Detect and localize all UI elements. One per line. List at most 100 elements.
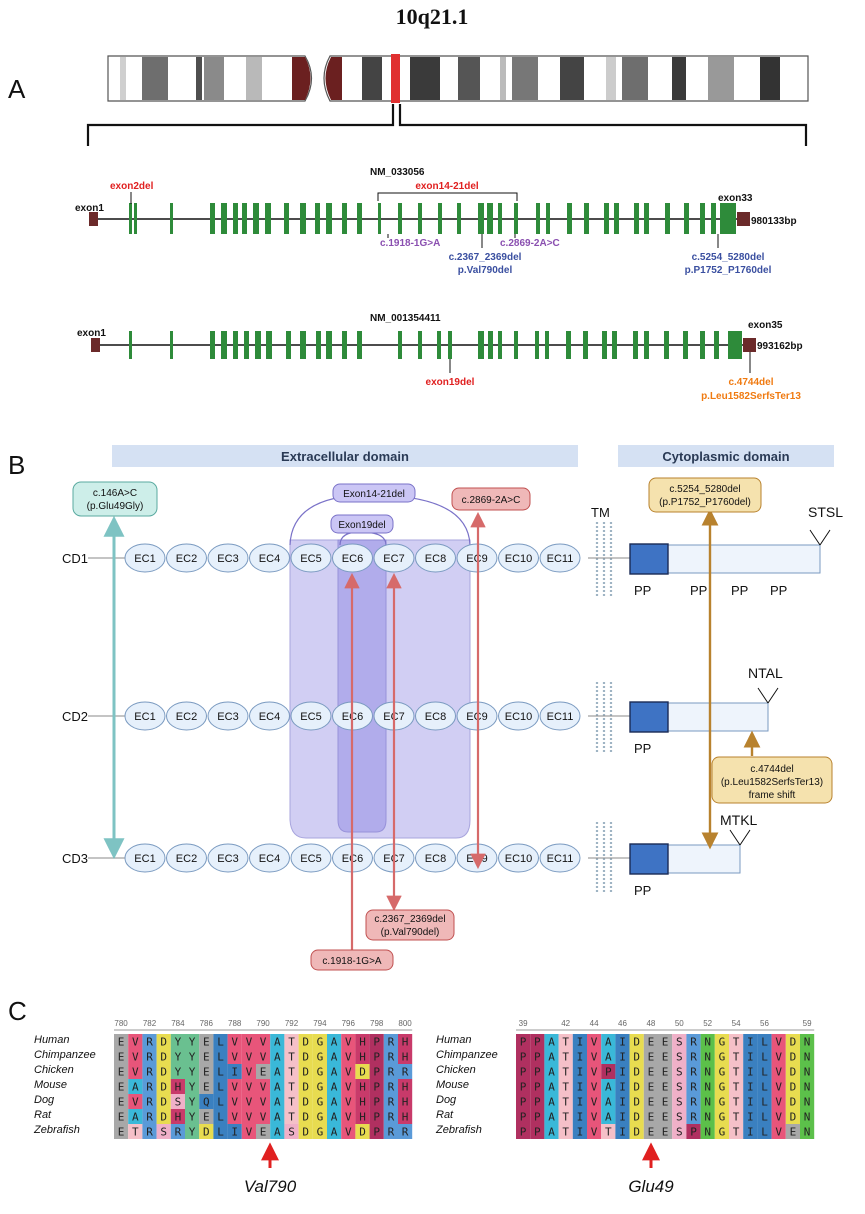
residue-cell: [771, 1049, 786, 1064]
residue-letter: G: [317, 1036, 324, 1049]
residue-letter: R: [146, 1036, 153, 1049]
residue-letter: V: [246, 1036, 253, 1049]
residue-cell: [771, 1124, 786, 1139]
residue-cell: [587, 1079, 602, 1094]
residue-letter: P: [520, 1036, 527, 1049]
svg-text:c.4744del: c.4744del: [750, 764, 793, 775]
residue-cell: [572, 1049, 587, 1064]
residue-cell: [341, 1034, 356, 1049]
residue-cell: [341, 1124, 356, 1139]
ec-domain-ec6-cd1: EC6: [332, 543, 373, 573]
residue-cell: [256, 1124, 271, 1139]
residue-cell: [256, 1049, 271, 1064]
residue-cell: [312, 1064, 327, 1079]
residue-letter: R: [388, 1081, 395, 1094]
residue-cell: [587, 1094, 602, 1109]
residue-letter: D: [302, 1066, 309, 1079]
residue-letter: H: [402, 1111, 409, 1124]
residue-cell: [185, 1124, 200, 1139]
residue-letter: P: [520, 1051, 527, 1064]
ec-label: EC5: [300, 711, 321, 723]
residue-cell: [327, 1064, 342, 1079]
residue-cell: [658, 1124, 673, 1139]
residue-letter: E: [648, 1036, 655, 1049]
residue-cell: [572, 1064, 587, 1079]
residue-cell: [398, 1124, 413, 1139]
residue-letter: S: [288, 1126, 295, 1139]
residue-cell: [156, 1034, 171, 1049]
residue-letter: L: [761, 1126, 768, 1139]
residue-cell: [312, 1124, 327, 1139]
val790-label: Val790: [244, 1177, 297, 1196]
ec-domain-ec5-cd2: EC5: [290, 701, 332, 731]
residue-cell: [142, 1109, 157, 1124]
ec-label: EC11: [547, 711, 574, 723]
svg-text:STSL: STSL: [808, 504, 843, 520]
residue-cell: [199, 1034, 214, 1049]
residue-letter: G: [317, 1096, 324, 1109]
residue-cell: [156, 1094, 171, 1109]
residue-letter: D: [790, 1111, 797, 1124]
residue-letter: E: [648, 1066, 655, 1079]
residue-cell: [686, 1094, 701, 1109]
residue-letter: P: [690, 1126, 697, 1139]
residue-cell: [199, 1124, 214, 1139]
residue-letter: V: [591, 1096, 598, 1109]
ec-label: EC1: [134, 553, 155, 565]
residue-cell: [587, 1064, 602, 1079]
residue-letter: V: [231, 1081, 238, 1094]
residue-cell: [298, 1034, 313, 1049]
residue-letter: N: [704, 1126, 711, 1139]
residue-cell: [601, 1034, 616, 1049]
residue-letter: A: [274, 1111, 281, 1124]
residue-letter: E: [260, 1066, 267, 1079]
tick-label: 798: [370, 1019, 384, 1028]
residue-letter: V: [591, 1081, 598, 1094]
residue-letter: D: [790, 1081, 797, 1094]
residue-letter: E: [648, 1126, 655, 1139]
residue-letter: P: [520, 1081, 527, 1094]
residue-cell: [170, 1079, 185, 1094]
callout-exon19del: Exon19del: [330, 514, 394, 534]
residue-cell: [312, 1079, 327, 1094]
residue-letter: A: [548, 1036, 555, 1049]
residue-letter: G: [719, 1126, 726, 1139]
svg-text:exon14-21del: exon14-21del: [415, 181, 479, 192]
residue-letter: E: [203, 1081, 210, 1094]
residue-letter: I: [619, 1066, 626, 1079]
residue-letter: D: [790, 1051, 797, 1064]
residue-letter: A: [548, 1126, 555, 1139]
residue-letter: N: [804, 1036, 811, 1049]
residue-letter: L: [217, 1036, 224, 1049]
residue-cell: [601, 1109, 616, 1124]
residue-letter: S: [160, 1126, 167, 1139]
residue-cell: [170, 1124, 185, 1139]
residue-letter: R: [402, 1126, 409, 1139]
residue-cell: [383, 1049, 398, 1064]
residue-letter: H: [175, 1111, 182, 1124]
residue-cell: [114, 1094, 129, 1109]
residue-cell: [199, 1109, 214, 1124]
residue-cell: [700, 1124, 715, 1139]
tick-label: 792: [285, 1019, 299, 1028]
svg-text:PP: PP: [634, 883, 651, 898]
utr-5prime: [89, 212, 98, 226]
residue-cell: [530, 1064, 545, 1079]
residue-cell: [729, 1124, 744, 1139]
utr-3prime: [743, 338, 756, 352]
residue-letter: V: [260, 1081, 267, 1094]
svg-text:c.5254_5280del: c.5254_5280del: [669, 484, 740, 495]
residue-cell: [398, 1109, 413, 1124]
residue-letter: E: [662, 1081, 669, 1094]
residue-cell: [530, 1034, 545, 1049]
residue-cell: [530, 1079, 545, 1094]
residue-cell: [771, 1079, 786, 1094]
residue-letter: S: [676, 1051, 683, 1064]
residue-cell: [383, 1109, 398, 1124]
residue-letter: A: [605, 1036, 612, 1049]
residue-letter: I: [231, 1126, 238, 1139]
residue-letter: E: [118, 1126, 125, 1139]
residue-letter: T: [288, 1036, 295, 1049]
residue-cell: [629, 1109, 644, 1124]
